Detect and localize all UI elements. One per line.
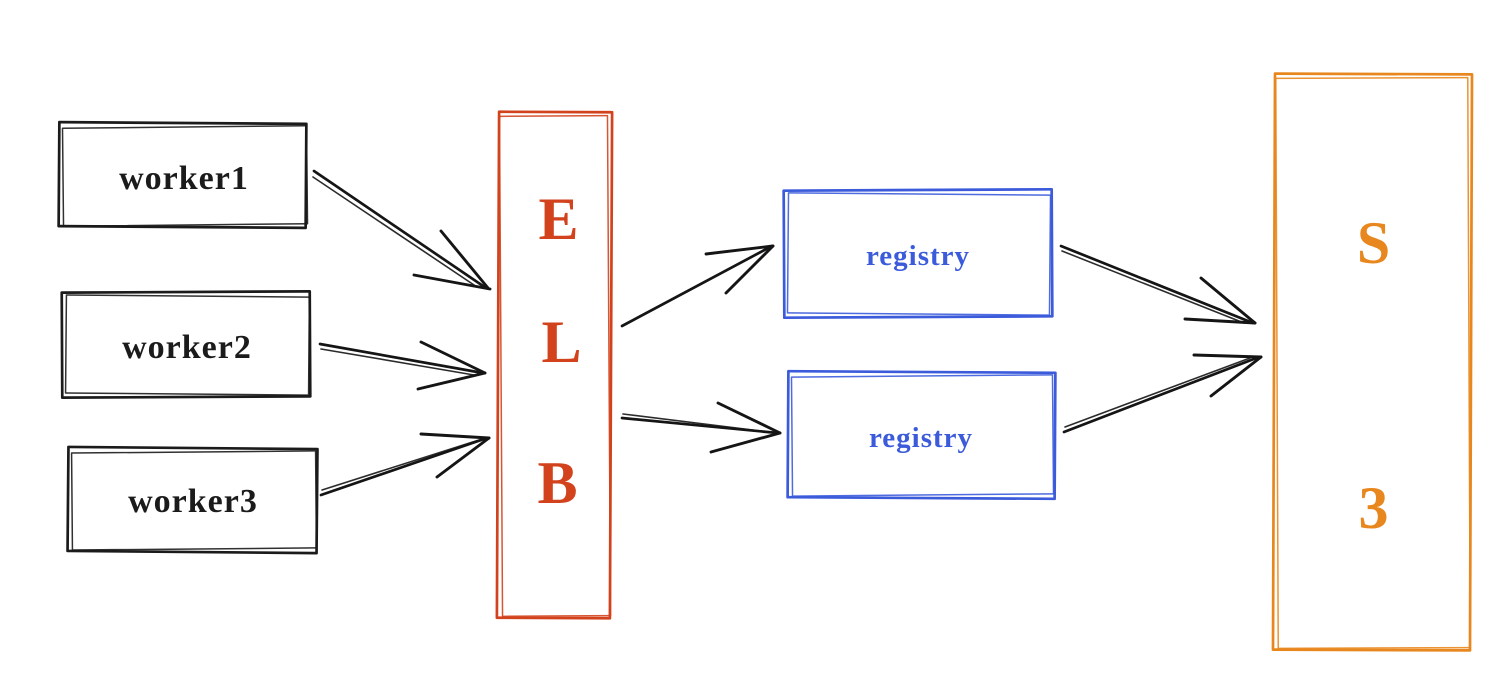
s3-box [1271, 72, 1474, 652]
arrowhead-barb [1183, 317, 1257, 325]
arrow-line-sketch [622, 413, 770, 433]
worker1-box [57, 120, 308, 230]
arrow-registry2-to-s3[interactable] [1062, 353, 1263, 434]
worker2-box [60, 290, 312, 399]
arrowhead-barb [1209, 355, 1263, 398]
s3-box-sketch [1275, 76, 1471, 650]
worker2-box-sketch [64, 294, 311, 396]
elb-letter-e: E [538, 186, 579, 252]
registry2-box [786, 369, 1057, 501]
worker3-node[interactable]: worker3 [66, 445, 319, 555]
arrow-line-sketch [320, 348, 475, 376]
elb-box-sketch [498, 114, 612, 618]
arrow-registry1-to-s3[interactable] [1059, 244, 1257, 325]
arrowhead-barb [412, 273, 492, 291]
arrow-line-sketch [1064, 357, 1251, 428]
arrow-elb-to-registry2[interactable] [620, 401, 782, 454]
arrow-line [312, 169, 488, 290]
arrow-line [319, 436, 489, 497]
arrowhead-barb [416, 371, 487, 391]
arrowhead-barb [439, 229, 490, 290]
arrow-worker1-to-elb[interactable] [312, 169, 492, 291]
arrowhead-barb [716, 401, 782, 435]
registry1-node[interactable]: registry [782, 187, 1054, 320]
s3-letter-3: 3 [1359, 475, 1390, 541]
s3-letter-s: S [1357, 210, 1391, 276]
arrowhead-barb [1199, 276, 1257, 325]
worker3-label: worker3 [128, 483, 258, 520]
arrow-line-sketch [312, 176, 478, 288]
registry1-box-sketch [786, 192, 1052, 316]
arrow-line-sketch [1061, 250, 1245, 324]
registry2-box-sketch [790, 374, 1055, 497]
worker1-node[interactable]: worker1 [57, 120, 309, 230]
elb-letter-l: L [541, 309, 582, 375]
registry1-label: registry [866, 240, 970, 272]
arrow-worker3-to-elb[interactable] [319, 432, 491, 497]
arrow-elb-to-registry1[interactable] [620, 244, 775, 328]
arrowhead-barb [724, 244, 775, 295]
worker1-label: worker1 [119, 160, 249, 197]
arrowhead-barb [1192, 353, 1263, 359]
arrow-line [1059, 244, 1255, 325]
elb-box [495, 110, 614, 620]
registry1-box [782, 187, 1054, 320]
arrowhead-barb [435, 436, 491, 479]
arrowhead-barb [419, 340, 487, 375]
s3-node[interactable]: S 3 [1271, 72, 1474, 652]
arrowhead-barb [709, 431, 782, 454]
worker3-box [66, 445, 319, 555]
arrow-line [318, 342, 485, 375]
elb-letter-b: B [537, 450, 578, 516]
arrowhead-barb [419, 432, 491, 440]
arrowhead-barb [704, 244, 775, 256]
registry2-label: registry [869, 422, 973, 454]
worker2-node[interactable]: worker2 [60, 290, 312, 399]
arrow-worker2-to-elb[interactable] [318, 340, 487, 391]
worker2-label: worker2 [122, 329, 252, 366]
worker1-box-sketch [61, 124, 309, 227]
registry2-node[interactable]: registry [786, 369, 1057, 501]
arrow-line [1062, 355, 1261, 434]
arrow-line-sketch [321, 439, 480, 491]
arrow-line [620, 244, 774, 328]
worker3-box-sketch [70, 450, 318, 551]
elb-node[interactable]: E L B [495, 110, 614, 620]
